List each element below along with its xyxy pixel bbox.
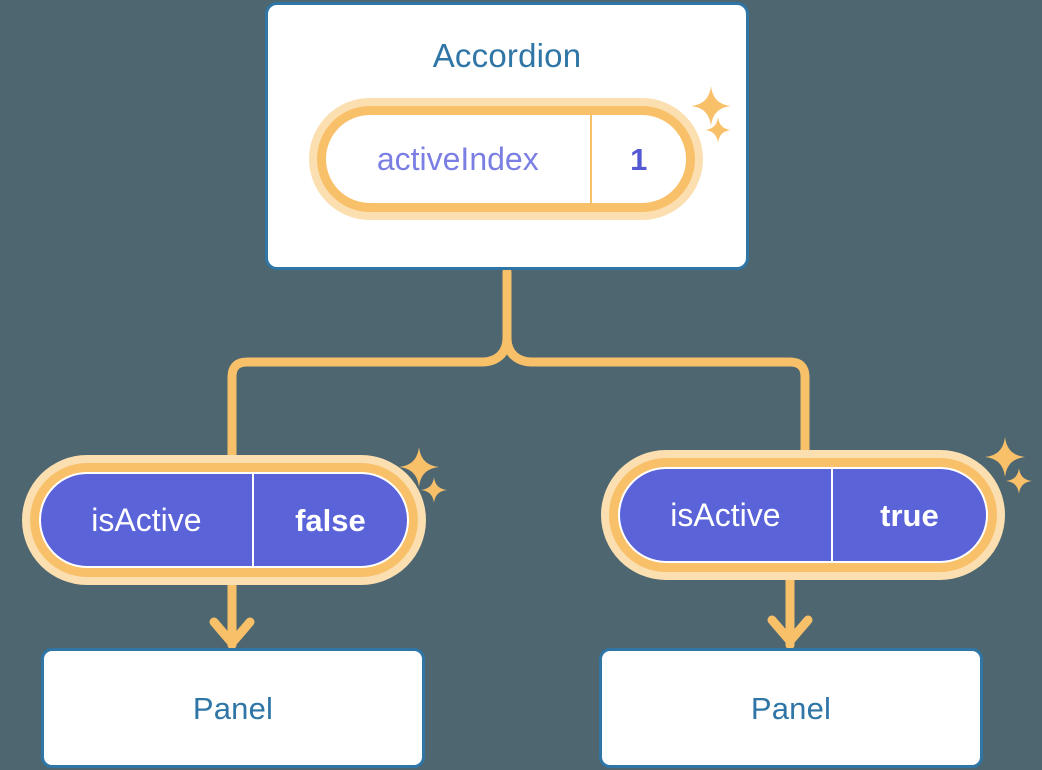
- prop-pill-key: isActive: [41, 474, 254, 566]
- prop-pill-isactive-left[interactable]: isActive false: [22, 455, 426, 585]
- component-title: Panel: [192, 690, 274, 726]
- sparkle-icon: [705, 117, 731, 143]
- pill-body: activeIndex 1: [326, 115, 686, 203]
- sparkle-icon: [421, 477, 447, 503]
- pill-body: isActive true: [618, 467, 988, 563]
- sparkle-icon: [399, 447, 439, 487]
- component-card-panel-left[interactable]: Panel: [41, 648, 425, 768]
- pill-body: isActive false: [39, 472, 409, 568]
- sparkle-icon: [691, 86, 731, 126]
- component-title: Panel: [750, 690, 832, 726]
- sparkle-icon: [985, 437, 1025, 477]
- state-pill-value: 1: [630, 141, 648, 177]
- arrow-down-icon-left: [209, 617, 255, 648]
- prop-pill-key: isActive: [620, 469, 833, 561]
- state-pill-activeindex[interactable]: activeIndex 1: [309, 98, 703, 220]
- prop-pill-value: false: [295, 502, 366, 538]
- component-title: Accordion: [432, 37, 582, 74]
- component-card-panel-right[interactable]: Panel: [599, 648, 983, 768]
- prop-pill-isactive-right[interactable]: isActive true: [601, 450, 1005, 580]
- prop-pill-value: true: [880, 497, 939, 533]
- arrow-down-icon-right: [767, 615, 813, 646]
- state-pill-key: activeIndex: [326, 115, 592, 203]
- sparkle-icon: [1006, 468, 1032, 494]
- connector-branch-right: [502, 333, 810, 455]
- connector-branch-left: [227, 333, 512, 460]
